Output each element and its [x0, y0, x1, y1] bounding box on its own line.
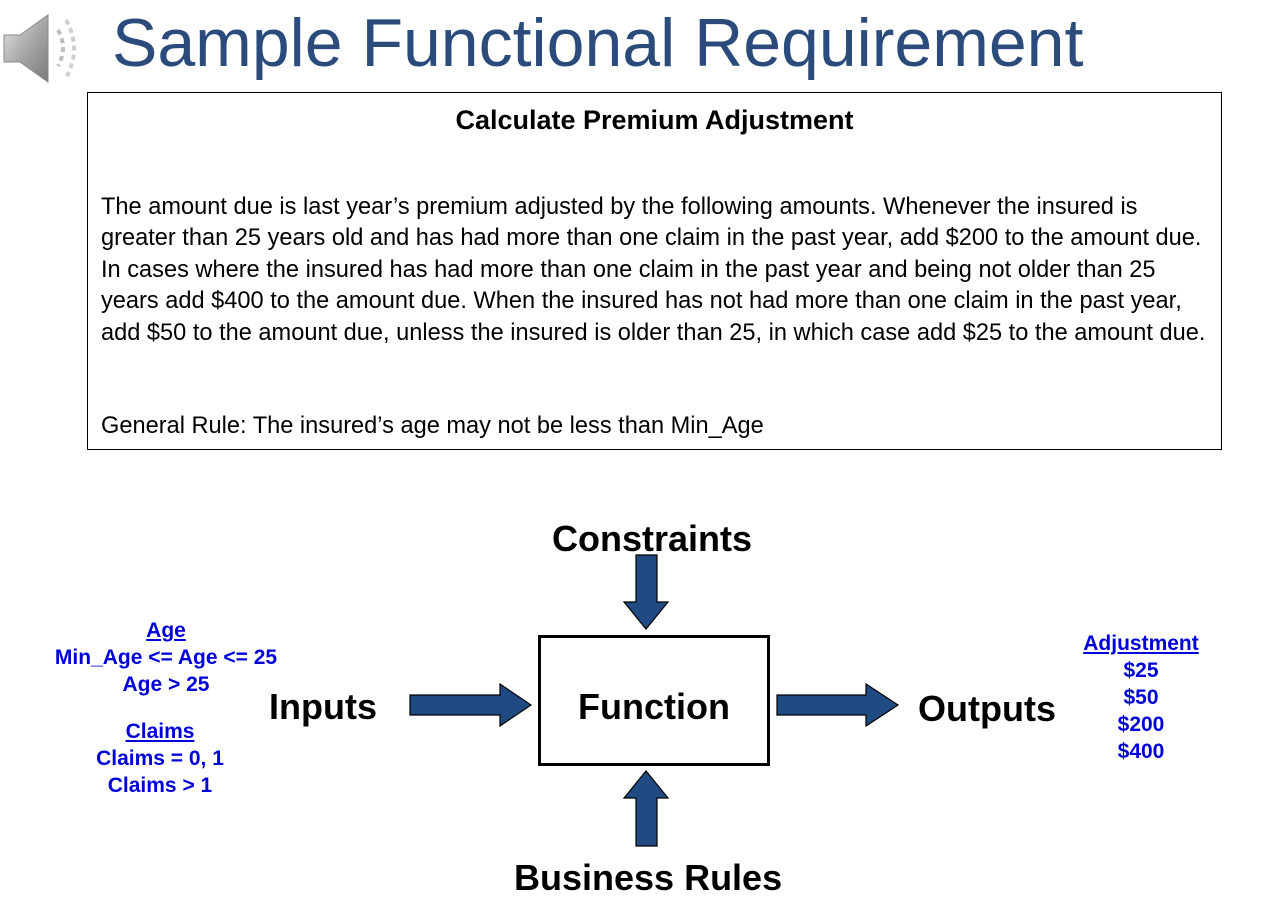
- list-item: $50: [1123, 686, 1159, 709]
- claims-list: Claims Claims = 0, 1 Claims > 1: [70, 718, 250, 799]
- age-header: Age: [146, 619, 186, 642]
- slide-title: Sample Functional Requirement: [112, 5, 1084, 81]
- requirement-body: The amount due is last year’s premium ad…: [101, 194, 1206, 346]
- requirement-heading: Calculate Premium Adjustment: [455, 105, 854, 135]
- list-item: Min_Age <= Age <= 25: [54, 646, 278, 669]
- constraints-label: Constraints: [552, 518, 753, 559]
- business-rules-label: Business Rules: [514, 857, 783, 898]
- requirement-box: Calculate Premium Adjustment The amount …: [87, 92, 1222, 450]
- outputs-arrow: [776, 682, 900, 728]
- function-box: Function: [538, 635, 770, 766]
- list-item: $25: [1123, 659, 1159, 682]
- general-rule: General Rule: The insured’s age may not …: [101, 413, 764, 439]
- claims-header: Claims: [125, 720, 195, 743]
- inputs-label: Inputs: [269, 686, 377, 727]
- list-item: Claims > 1: [107, 774, 213, 797]
- list-item: $400: [1117, 740, 1165, 763]
- constraints-arrow: [622, 554, 670, 630]
- outputs-label: Outputs: [918, 688, 1056, 729]
- function-label: Function: [578, 686, 730, 727]
- business-rules-arrow: [622, 770, 670, 847]
- age-list: Age Min_Age <= Age <= 25 Age > 25: [30, 617, 302, 698]
- inputs-arrow: [409, 682, 533, 728]
- list-item: $200: [1117, 713, 1165, 736]
- list-item: Age > 25: [122, 673, 210, 696]
- speaker-icon[interactable]: [2, 10, 94, 90]
- adjustment-header: Adjustment: [1083, 632, 1199, 655]
- list-item: Claims = 0, 1: [96, 747, 224, 770]
- adjustment-list: Adjustment $25 $50 $200 $400: [1070, 630, 1212, 765]
